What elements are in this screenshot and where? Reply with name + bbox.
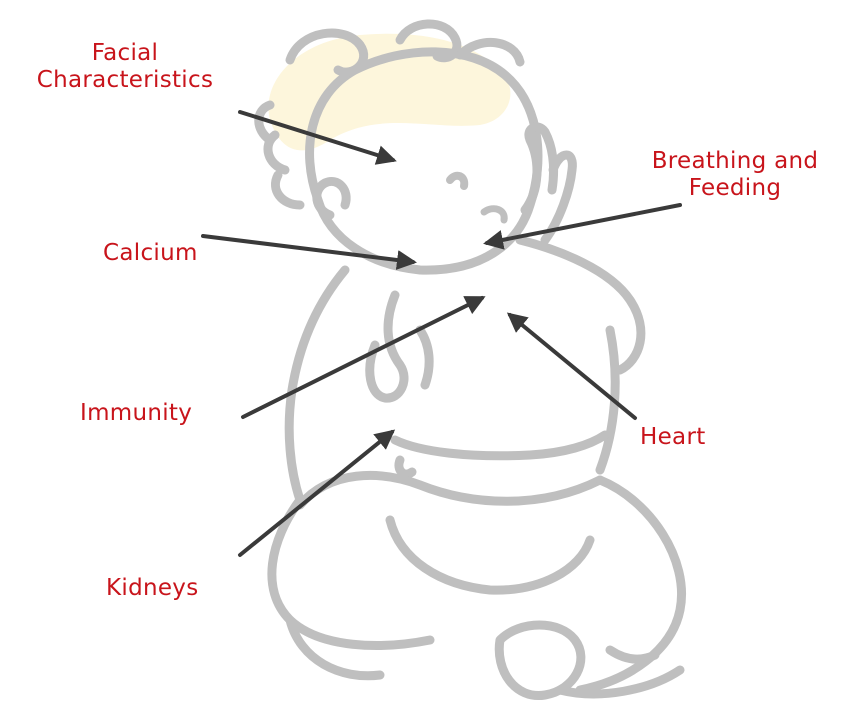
label-breathing-line1: Breathing and <box>630 148 840 175</box>
label-breathing-line2: Feeding <box>630 175 840 202</box>
arrow-kidneys <box>240 432 392 555</box>
label-facial-line2: Characteristics <box>10 67 240 94</box>
label-kidneys: Kidneys <box>106 575 199 602</box>
label-immunity: Immunity <box>80 400 192 427</box>
arrow-calcium <box>203 236 413 262</box>
arrow-immunity <box>243 298 482 417</box>
label-heart: Heart <box>640 424 706 451</box>
arrow-breathing <box>487 205 680 243</box>
label-facial-characteristics: Facial Characteristics <box>10 40 240 94</box>
label-breathing-and-feeding: Breathing and Feeding <box>630 148 840 202</box>
label-facial-line1: Facial <box>10 40 240 67</box>
label-calcium: Calcium <box>103 240 198 267</box>
